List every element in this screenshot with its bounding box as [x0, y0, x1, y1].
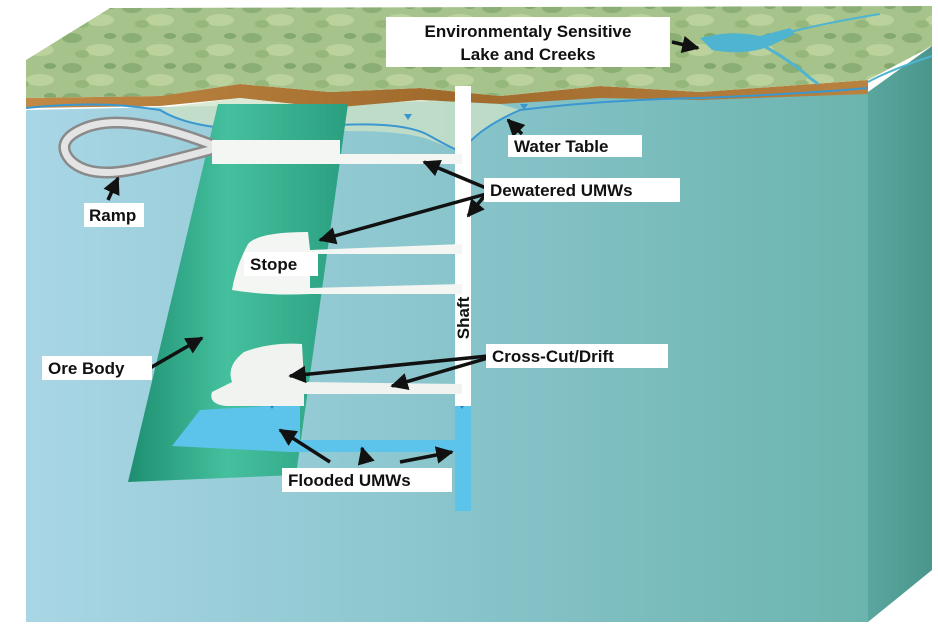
arrow-flooded-1 — [278, 428, 331, 464]
label-water-table: Water Table — [508, 135, 642, 157]
label-stope: Stope — [244, 252, 318, 276]
flooded-workings-water — [172, 404, 456, 452]
svg-text:Dewatered UMWs: Dewatered UMWs — [490, 181, 633, 200]
block-side-face — [868, 46, 932, 622]
label-shaft: Shaft — [454, 296, 473, 339]
arrow-water-table — [506, 118, 526, 138]
label-ramp: Ramp — [84, 203, 144, 227]
lake-and-creeks — [700, 13, 933, 86]
svg-text:Ore Body: Ore Body — [48, 359, 125, 378]
water-table-line — [25, 87, 869, 154]
arrow-lake — [671, 35, 700, 53]
svg-text:Water Table: Water Table — [514, 137, 608, 156]
shaft — [455, 86, 471, 406]
stope — [232, 232, 462, 295]
label-dewatered: Dewatered UMWs — [484, 178, 680, 202]
arrow-flooded-2 — [357, 446, 375, 466]
label-ore-body: Ore Body — [42, 356, 152, 380]
svg-text:Cross-Cut/Drift: Cross-Cut/Drift — [492, 347, 614, 366]
arrow-cross-cut-2 — [390, 356, 489, 390]
flooded-shaft-water — [455, 405, 471, 511]
arrow-dewatered-1 — [422, 160, 487, 190]
svg-text:Ramp: Ramp — [89, 206, 136, 225]
arrow-cross-cut-1 — [288, 354, 489, 384]
arrow-ore-body — [149, 336, 204, 370]
ramp — [58, 116, 216, 179]
label-arrows — [103, 35, 700, 466]
lower-drift — [211, 343, 462, 406]
label-lake: Environmentaly Sensitive Lake and Creeks — [386, 17, 670, 67]
label-cross-cut: Cross-Cut/Drift — [486, 344, 668, 368]
svg-text:Stope: Stope — [250, 255, 297, 274]
label-lake-line1: Environmentaly Sensitive — [425, 22, 632, 41]
label-flooded: Flooded UMWs — [282, 468, 452, 492]
arrow-flooded-3 — [399, 446, 454, 464]
water-table-marker-1 — [404, 114, 412, 120]
water-table-marker-2 — [520, 104, 528, 110]
soil-band — [26, 80, 868, 108]
arrow-dewatered-3 — [466, 192, 488, 218]
arrow-dewatered-2 — [318, 192, 487, 245]
label-lake-line2: Lake and Creeks — [460, 45, 595, 64]
svg-text:Flooded UMWs: Flooded UMWs — [288, 471, 411, 490]
arrow-ramp — [103, 176, 120, 201]
upper-drift — [212, 140, 462, 164]
